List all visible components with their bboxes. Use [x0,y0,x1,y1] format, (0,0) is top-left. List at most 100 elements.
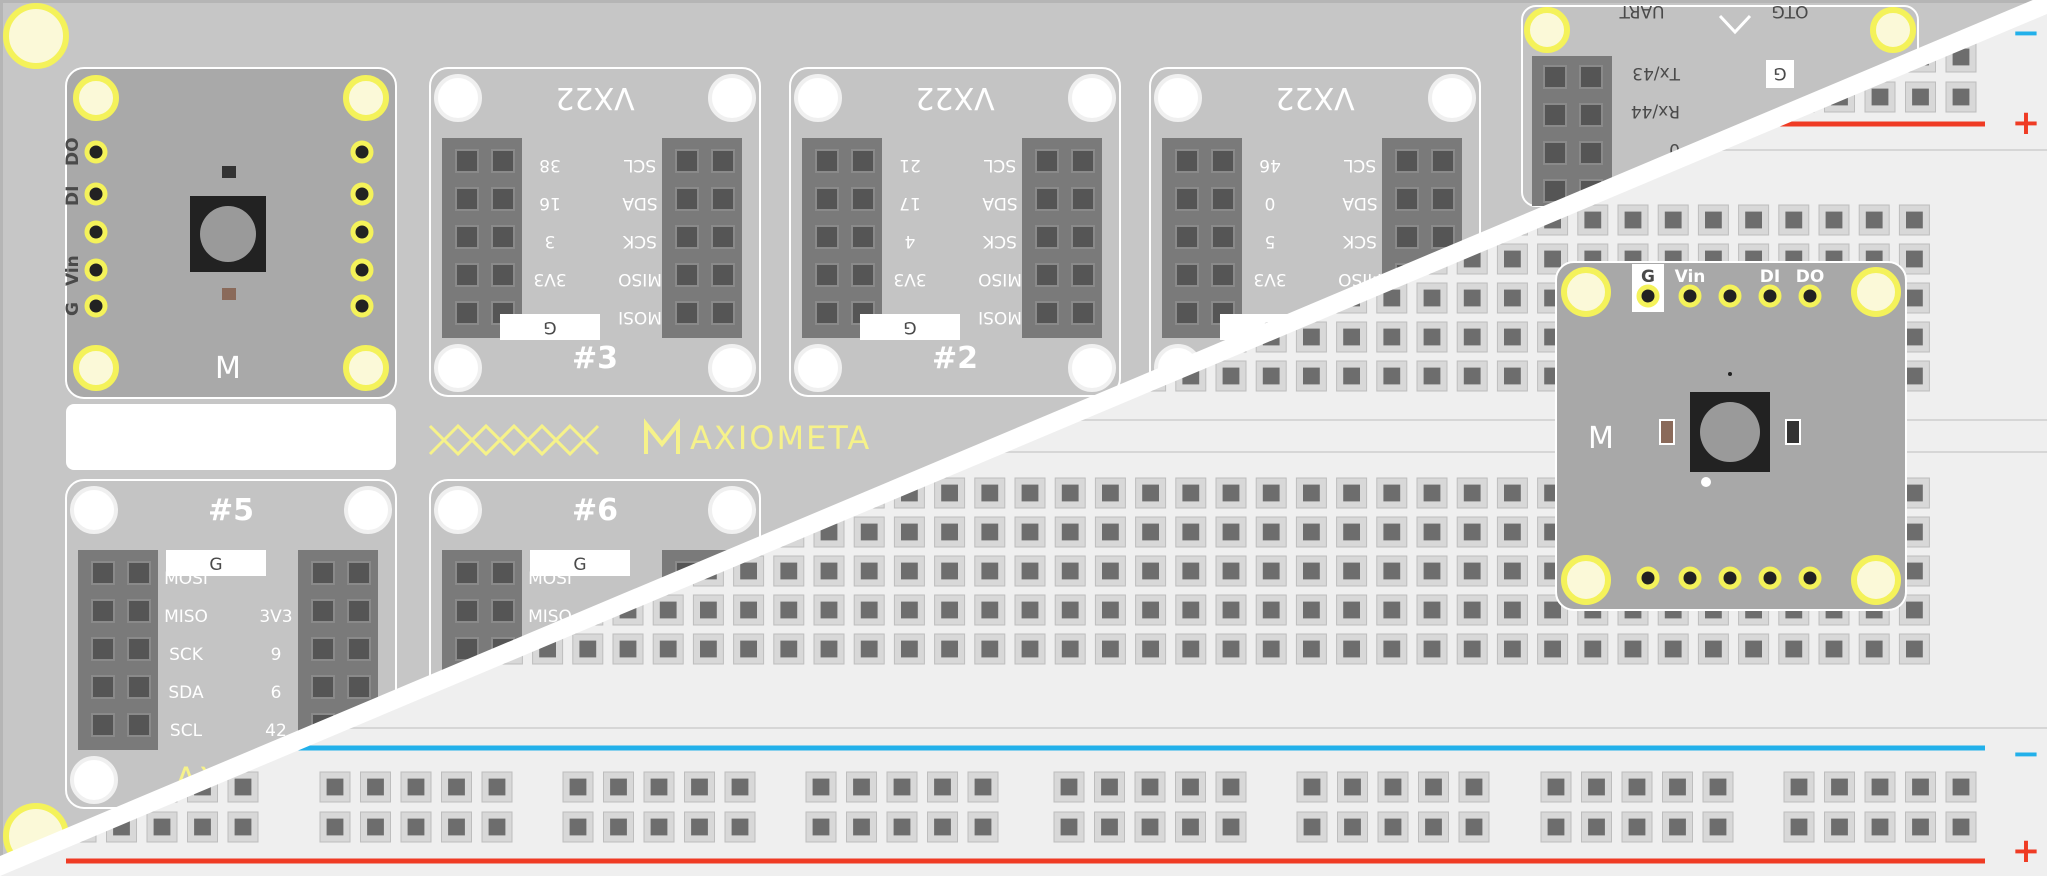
breadboard-hole[interactable] [1858,633,1890,665]
breadboard-hole[interactable] [1416,594,1448,626]
breadboard-hole[interactable] [724,771,756,803]
breadboard-hole[interactable] [1255,594,1287,626]
breadboard-hole[interactable] [1376,321,1408,353]
breadboard-hole[interactable] [1416,321,1448,353]
breadboard-hole[interactable] [1135,594,1167,626]
breadboard-hole[interactable] [562,771,594,803]
breadboard-hole[interactable] [1581,811,1612,843]
breadboard-hole[interactable] [692,594,724,626]
breadboard-hole[interactable] [1418,771,1449,803]
breadboard-hole[interactable] [934,516,966,548]
breadboard-hole[interactable] [1456,594,1488,626]
breadboard-hole[interactable] [934,477,966,509]
breadboard-hole[interactable] [1336,633,1368,665]
breadboard-hole[interactable] [1215,594,1247,626]
breadboard-hole[interactable] [692,633,724,665]
breadboard-hole[interactable] [1336,360,1368,392]
breadboard-hole[interactable] [1945,81,1977,113]
breadboard-hole[interactable] [974,555,1006,587]
breadboard-hole[interactable] [146,811,178,843]
breadboard-hole[interactable] [652,633,684,665]
breadboard-hole[interactable] [1336,594,1368,626]
breadboard-hole[interactable] [1295,555,1327,587]
breadboard-hole[interactable] [612,633,644,665]
breadboard-hole[interactable] [481,811,513,843]
breadboard-hole[interactable] [733,594,765,626]
breadboard-hole[interactable] [441,771,472,803]
breadboard-hole[interactable] [400,771,432,803]
breadboard-hole[interactable] [1697,633,1729,665]
breadboard-hole[interactable] [967,771,999,803]
breadboard-hole[interactable] [1621,811,1653,843]
breadboard-hole[interactable] [1662,811,1693,843]
breadboard-hole[interactable] [319,811,351,843]
breadboard-hole[interactable] [1898,243,1930,275]
breadboard-hole[interactable] [773,594,805,626]
breadboard-hole[interactable] [927,811,958,843]
breadboard-hole[interactable] [974,477,1006,509]
breadboard-hole[interactable] [1175,633,1207,665]
breadboard-hole[interactable] [1657,633,1689,665]
breadboard-hole[interactable] [886,771,918,803]
breadboard-hole[interactable] [1496,516,1528,548]
led-module-flipped[interactable]: M DO DI Vin G [63,67,397,399]
breadboard-hole[interactable] [1617,204,1649,236]
breadboard-hole[interactable] [572,633,604,665]
breadboard-hole[interactable] [1657,204,1689,236]
led-module[interactable]: G Vin DI DO M [1555,261,1907,611]
breadboard-hole[interactable] [1255,360,1287,392]
breadboard-hole[interactable] [1898,633,1930,665]
breadboard-hole[interactable] [1864,811,1896,843]
breadboard-hole[interactable] [805,811,837,843]
breadboard-hole[interactable] [1540,771,1572,803]
breadboard-hole[interactable] [1818,204,1850,236]
breadboard-hole[interactable] [1456,321,1488,353]
breadboard-hole[interactable] [893,633,925,665]
breadboard-hole[interactable] [1458,771,1490,803]
breadboard-hole[interactable] [974,594,1006,626]
breadboard-hole[interactable] [813,633,845,665]
breadboard-hole[interactable] [1014,633,1046,665]
breadboard-hole[interactable] [934,594,966,626]
breadboard-hole[interactable] [1215,633,1247,665]
breadboard-hole[interactable] [1577,633,1609,665]
breadboard-hole[interactable] [1337,811,1368,843]
breadboard-hole[interactable] [1336,555,1368,587]
breadboard-hole[interactable] [1295,633,1327,665]
breadboard-hole[interactable] [1255,477,1287,509]
breadboard-hole[interactable] [1496,633,1528,665]
breadboard-hole[interactable] [1458,811,1490,843]
breadboard-hole[interactable] [643,771,675,803]
breadboard-hole[interactable] [1418,811,1449,843]
breadboard-hole[interactable] [1496,360,1528,392]
breadboard-hole[interactable] [1295,477,1327,509]
breadboard-hole[interactable] [1094,771,1125,803]
breadboard-hole[interactable] [773,555,805,587]
breadboard-hole[interactable] [1416,516,1448,548]
breadboard-hole[interactable] [1054,633,1086,665]
breadboard-hole[interactable] [1416,360,1448,392]
breadboard-hole[interactable] [360,771,391,803]
breadboard-hole[interactable] [1537,633,1569,665]
breadboard-hole[interactable] [562,811,594,843]
breadboard-hole[interactable] [974,633,1006,665]
breadboard-hole[interactable] [1094,811,1125,843]
breadboard-hole[interactable] [853,594,885,626]
breadboard-hole[interactable] [1496,321,1528,353]
breadboard-hole[interactable] [1416,477,1448,509]
breadboard-hole[interactable] [1135,555,1167,587]
breadboard-hole[interactable] [1456,633,1488,665]
breadboard-hole[interactable] [1377,811,1409,843]
breadboard-hole[interactable] [1175,594,1207,626]
breadboard-hole[interactable] [813,555,845,587]
breadboard-hole[interactable] [1014,594,1046,626]
breadboard-hole[interactable] [400,811,432,843]
breadboard-hole[interactable] [967,811,999,843]
breadboard-hole[interactable] [1295,594,1327,626]
breadboard-hole[interactable] [1175,771,1206,803]
breadboard-hole[interactable] [1255,516,1287,548]
breadboard-hole[interactable] [1783,811,1815,843]
breadboard-hole[interactable] [1376,555,1408,587]
breadboard-hole[interactable] [1496,243,1528,275]
breadboard-hole[interactable] [1296,771,1328,803]
